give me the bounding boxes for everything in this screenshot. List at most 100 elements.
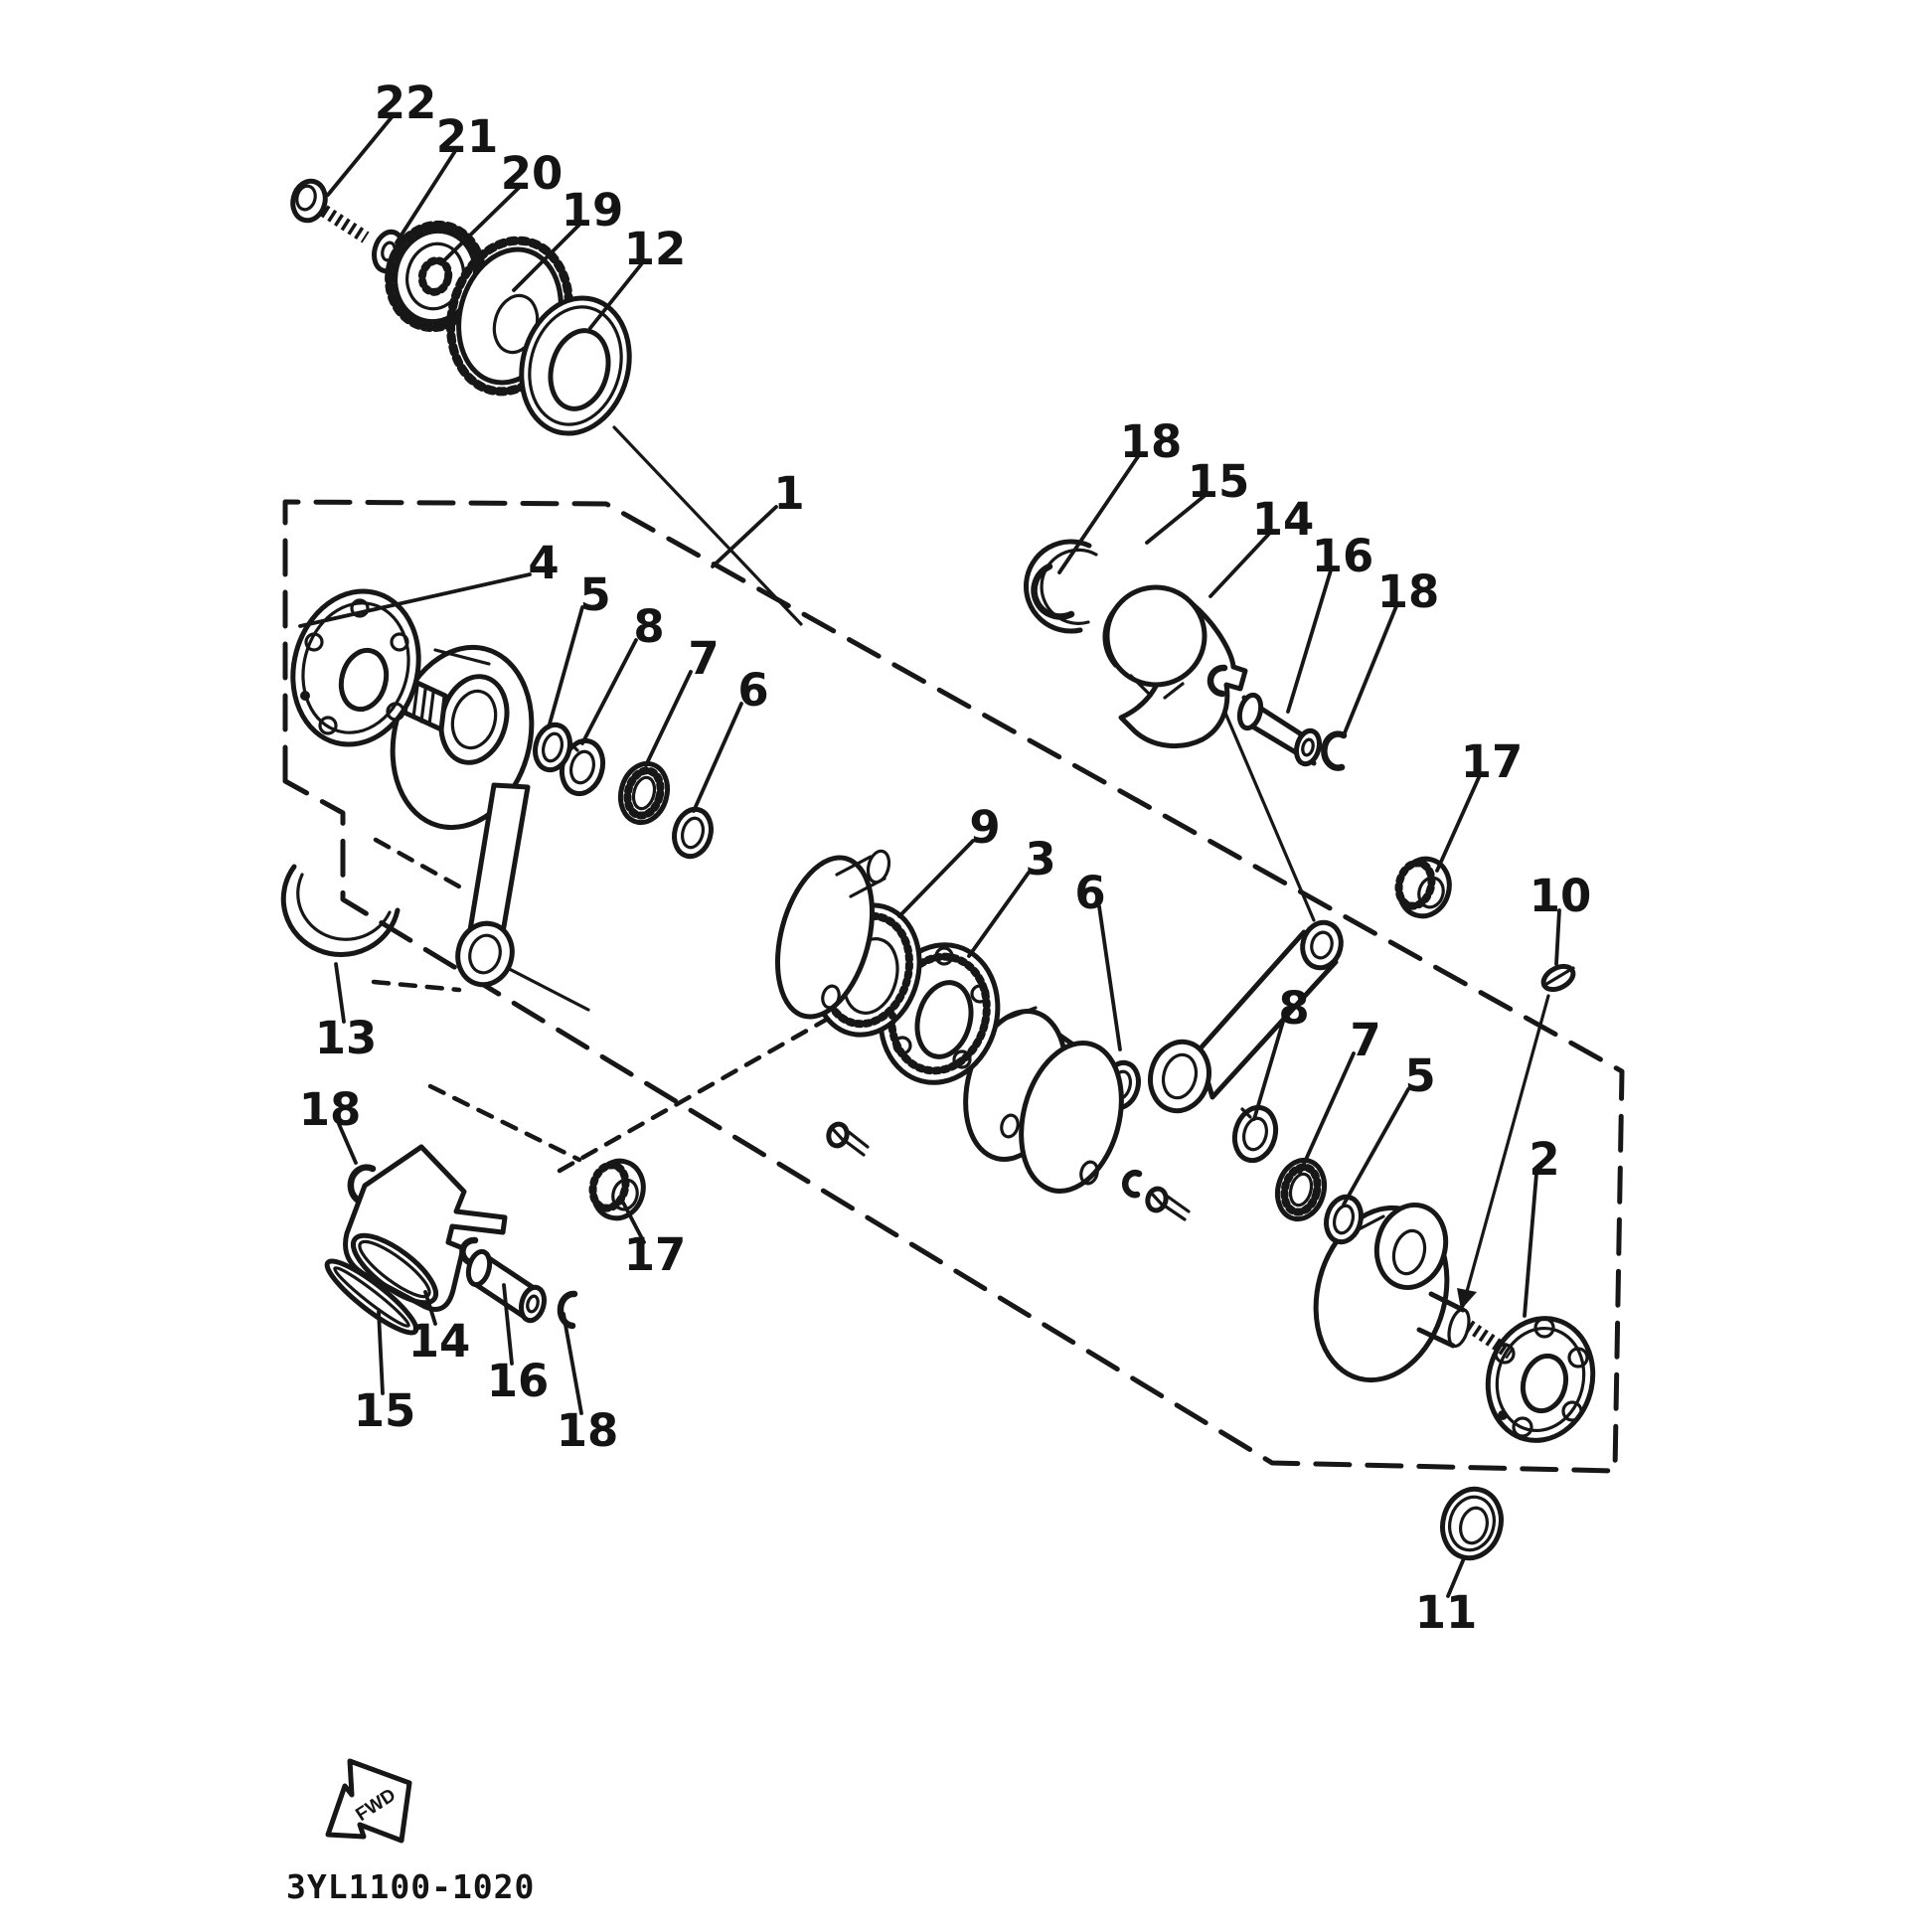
washer-8-right <box>1231 1104 1279 1164</box>
bolt-thread <box>320 205 370 243</box>
leader-8 <box>580 638 638 745</box>
leader-12 <box>588 261 644 330</box>
leader-18 <box>562 1312 583 1415</box>
leader-13 <box>334 962 346 1024</box>
balance-screw-left <box>826 1121 870 1157</box>
assembly-hint-dashes <box>371 837 861 1174</box>
thrust-washer-5-left <box>533 722 572 773</box>
callout-17: 17 <box>624 1228 687 1281</box>
leader-5 <box>1342 1087 1410 1207</box>
roller-bearing-7-left <box>617 760 671 826</box>
leader-20 <box>442 186 521 262</box>
leader-6 <box>1097 904 1122 1051</box>
callout-7: 7 <box>688 632 719 685</box>
callout-18: 18 <box>1120 415 1183 468</box>
piston-ring-15-right <box>1024 539 1092 634</box>
callout-6: 6 <box>1074 867 1105 919</box>
bearing-half-ring-13 <box>280 864 401 957</box>
callout-11: 11 <box>1415 1586 1478 1639</box>
leader-10 <box>1554 908 1561 966</box>
callout-16: 16 <box>487 1355 550 1407</box>
leader-14 <box>423 1290 437 1326</box>
leader-18 <box>1342 604 1398 737</box>
piston-pin-16-right <box>1236 692 1323 767</box>
leader-9 <box>897 839 975 918</box>
callout-14: 14 <box>1252 493 1315 546</box>
assembly-boundary-outline <box>282 499 1625 1474</box>
callout-7: 7 <box>1350 1014 1380 1066</box>
diagram-code: 3YL1100-1020 <box>286 1867 535 1906</box>
callout-18: 18 <box>299 1083 362 1136</box>
callout-1: 1 <box>773 467 804 520</box>
crank-nut-17-right <box>1394 856 1452 919</box>
callout-17: 17 <box>1461 735 1524 788</box>
callout-13: 13 <box>315 1012 378 1064</box>
callout-18: 18 <box>1377 565 1440 618</box>
pin-boss-clip-right <box>1207 664 1228 698</box>
callout-numbers: 2221201912145876181514161893617108752131… <box>299 77 1592 1639</box>
callout-4: 4 <box>528 537 559 589</box>
piston-ring-15-left <box>324 1258 419 1336</box>
piston-14-left <box>343 1144 508 1312</box>
leader-6 <box>692 702 743 813</box>
callout-20: 20 <box>501 147 564 200</box>
oil-seal-12 <box>519 295 632 436</box>
callout-5: 5 <box>1404 1049 1435 1102</box>
crank-nut-17-left <box>588 1158 646 1221</box>
piston-group-left <box>324 1144 578 1336</box>
crank-web-right-outer <box>1313 1202 1515 1383</box>
washer-6-left <box>672 806 714 860</box>
leader-18 <box>337 1122 358 1165</box>
callout-15: 15 <box>1188 455 1250 508</box>
balance-screw-right <box>1121 1169 1191 1221</box>
leader-16 <box>502 1283 514 1366</box>
leader-17 <box>1435 773 1482 873</box>
circlip-18-left-b <box>557 1290 578 1330</box>
callout-12: 12 <box>624 223 687 275</box>
callout-18: 18 <box>557 1404 619 1457</box>
callout-15: 15 <box>354 1384 416 1437</box>
callout-leader-lines <box>298 115 1561 1598</box>
callout-19: 19 <box>562 184 624 237</box>
callout-8: 8 <box>1278 982 1309 1035</box>
leader-1 <box>711 505 778 568</box>
crank-center-webs <box>963 1006 1124 1194</box>
callout-14: 14 <box>408 1315 471 1368</box>
leader-5 <box>547 605 584 729</box>
callout-5: 5 <box>579 568 610 621</box>
leader-8 <box>1252 1020 1285 1121</box>
leader-16 <box>1286 568 1333 714</box>
callout-2: 2 <box>1529 1133 1559 1186</box>
leader-18 <box>1057 453 1141 574</box>
flange-bolt-22 <box>290 178 370 243</box>
leader-22 <box>326 115 394 197</box>
leader-15 <box>377 1310 385 1395</box>
leader-4 <box>298 572 532 628</box>
callout-3: 3 <box>1025 833 1055 886</box>
callout-22: 22 <box>375 77 437 129</box>
circlip-18-right-b <box>1321 730 1348 771</box>
leader-3 <box>967 871 1031 958</box>
callout-8: 8 <box>633 600 664 653</box>
crankshaft-thread-right <box>1465 1320 1515 1360</box>
woodruff-key-10 <box>1540 963 1576 993</box>
leader-21 <box>395 149 457 244</box>
connecting-rod-right <box>1148 919 1344 1114</box>
reference-lines <box>492 425 1550 1310</box>
leader-15 <box>1145 493 1208 545</box>
crank-web-left-inner <box>774 849 891 1020</box>
oil-seal-11 <box>1440 1486 1504 1561</box>
callout-16: 16 <box>1312 530 1374 582</box>
callout-6: 6 <box>737 664 768 717</box>
callout-10: 10 <box>1530 870 1592 922</box>
keyway-arrowhead <box>1457 1288 1477 1310</box>
main-bearing-4 <box>290 588 421 747</box>
leader-19 <box>512 223 581 292</box>
callout-21: 21 <box>436 110 499 163</box>
leader-2 <box>1523 1172 1538 1318</box>
leader-7 <box>644 670 693 767</box>
fwd-direction-arrow: FWD <box>325 1758 412 1844</box>
piston-group-right <box>1024 539 1348 771</box>
